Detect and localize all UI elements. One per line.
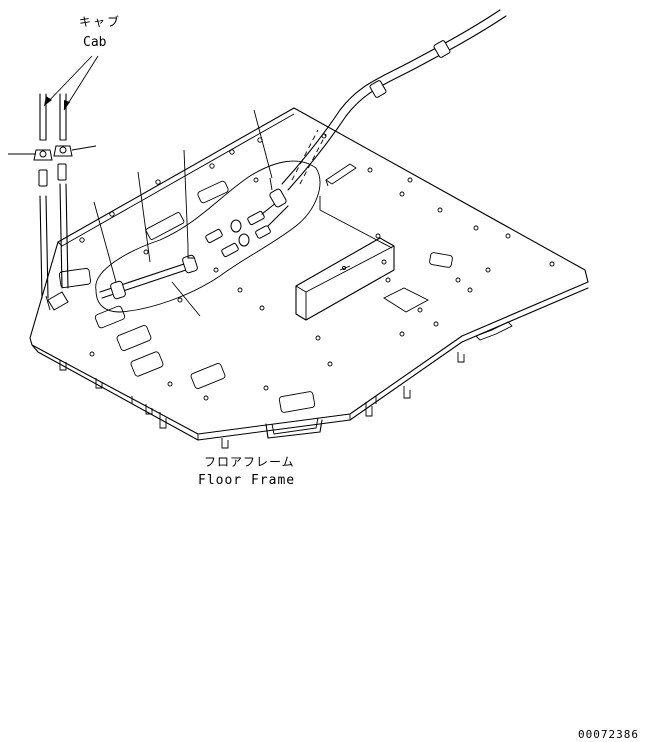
under-brackets: [59, 321, 513, 449]
cab-connection: [8, 55, 99, 311]
plate-holes: [58, 133, 555, 413]
console-box: [295, 196, 395, 321]
cab-label-jp: キャブ: [79, 14, 121, 29]
drawing-number: 00072386: [578, 728, 639, 741]
floor-frame-label-en: Floor Frame: [198, 473, 295, 488]
clamp-bracket: [325, 163, 357, 187]
cab-label-en: Cab: [83, 35, 107, 50]
hose-assembly: [93, 9, 507, 317]
floor-frame-label-jp: フロアフレーム: [204, 455, 295, 469]
